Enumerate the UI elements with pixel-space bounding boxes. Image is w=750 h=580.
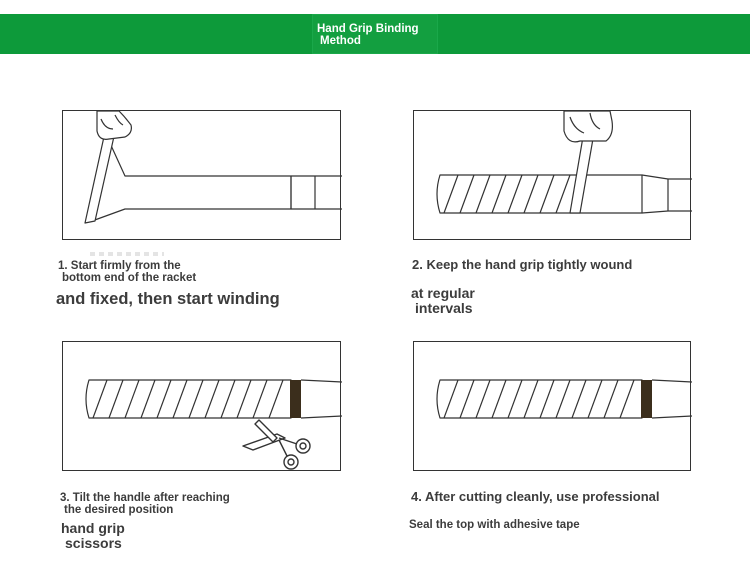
hand-icon [563,111,613,143]
step1-caption-line2: bottom end of the racket [62,272,197,284]
step1-illustration [62,110,342,240]
step3-caption-line4: scissors [65,535,122,551]
scissors-icon [242,419,311,470]
step4-caption-cont: Seal the top with adhesive tape [409,519,580,531]
step3-handle-drawing [85,379,342,470]
decorative-smudge [90,252,164,256]
step2-caption-line2: at regular [411,285,475,301]
step3-caption-tools: hand grip scissors [61,521,125,551]
step3-illustration [62,341,342,471]
step4-illustration [413,341,692,471]
step2-caption-cont: at regular intervals [411,286,475,316]
step3-caption-line3: hand grip [61,520,125,536]
hand-icon [96,111,132,140]
step1-handle-drawing [84,111,342,224]
step2-caption: 2. Keep the hand grip tightly wound [412,257,633,272]
step3-caption-line1: 3. Tilt the handle after reaching [60,492,230,504]
adhesive-tape-seal [641,380,652,418]
header-banner: Hand Grip Binding Method [0,14,750,54]
step2-illustration [413,110,692,240]
step1-caption-line1: 1. Start firmly from the [58,260,181,272]
step4-handle-drawing [436,379,692,419]
step4-caption: 4. After cutting cleanly, use profession… [411,489,660,504]
step3-caption: 3. Tilt the handle after reaching the de… [60,492,230,516]
step1-caption-large: and fixed, then start winding [56,290,280,308]
step2-caption-line3: intervals [415,300,473,316]
step2-handle-drawing [436,111,692,214]
page-title-line1: Hand Grip Binding [317,23,419,35]
page-title: Hand Grip Binding Method [312,14,438,54]
page-title-line2: Method [320,35,361,47]
step1-caption: 1. Start firmly from the bottom end of t… [58,260,196,284]
step3-caption-line2: the desired position [64,504,174,516]
tape-end-marker [290,380,301,418]
